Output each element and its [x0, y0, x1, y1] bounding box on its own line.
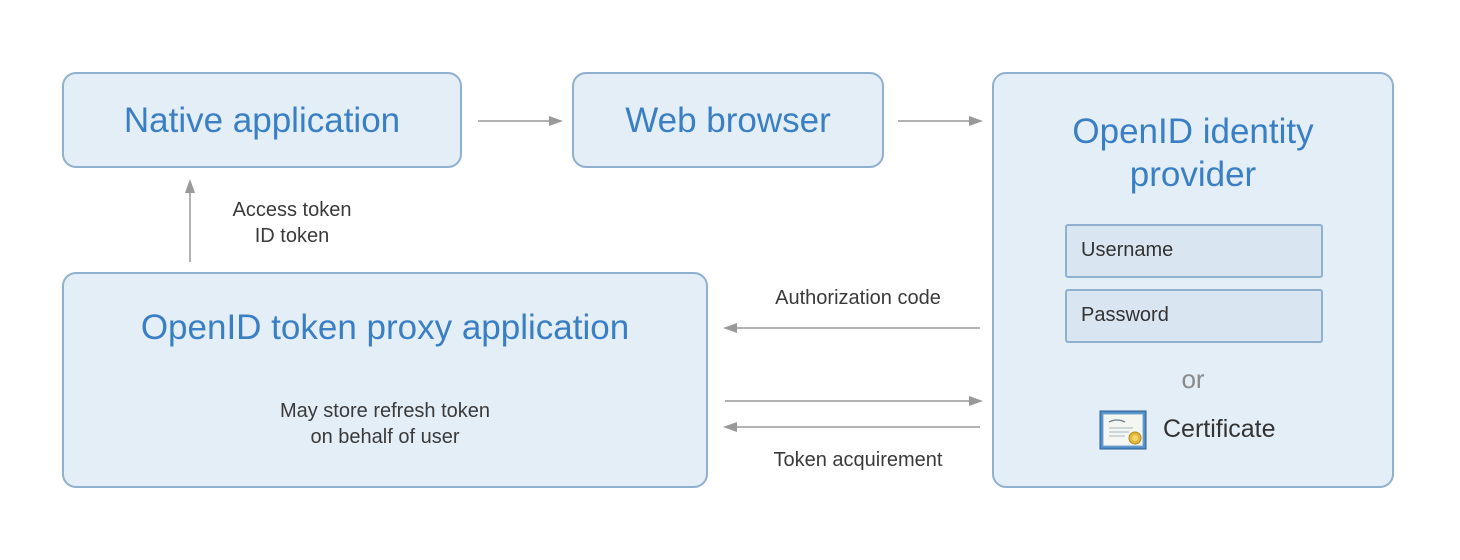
username-field[interactable]: Username	[1065, 224, 1323, 278]
identity-provider-title-line2: provider	[1129, 155, 1257, 194]
token-proxy-note-line2: on behalf of user	[310, 426, 460, 448]
password-field[interactable]: Password	[1065, 289, 1323, 343]
authorization-code-label: Authorization code	[775, 287, 941, 309]
id-token-label: ID token	[254, 225, 330, 247]
token-proxy-box: OpenID token proxy application May store…	[62, 272, 708, 488]
arrowhead-token-request	[969, 396, 983, 406]
certificate-label: Certificate	[1163, 415, 1276, 443]
arrowhead-browser-to-provider	[969, 116, 983, 126]
web-browser-box: Web browser	[572, 72, 884, 168]
or-separator: or	[1181, 364, 1205, 394]
arrowhead-native-to-browser	[549, 116, 563, 126]
web-browser-title: Web browser	[625, 101, 831, 140]
arrowhead-proxy-to-native	[185, 179, 195, 193]
identity-provider-box: OpenID identity provider Username Passwo…	[992, 72, 1394, 488]
identity-provider-title-line1: OpenID identity	[1072, 112, 1314, 151]
arrowhead-authorization-code	[723, 323, 737, 333]
native-application-title: Native application	[123, 101, 401, 140]
token-acquirement-label: Token acquirement	[773, 449, 943, 471]
access-token-label: Access token	[232, 199, 352, 221]
certificate-icon	[1099, 410, 1147, 450]
token-proxy-note-line1: May store refresh token	[279, 400, 491, 422]
native-application-box: Native application	[62, 72, 462, 168]
arrowhead-token-response	[723, 422, 737, 432]
token-proxy-title: OpenID token proxy application	[140, 308, 630, 347]
